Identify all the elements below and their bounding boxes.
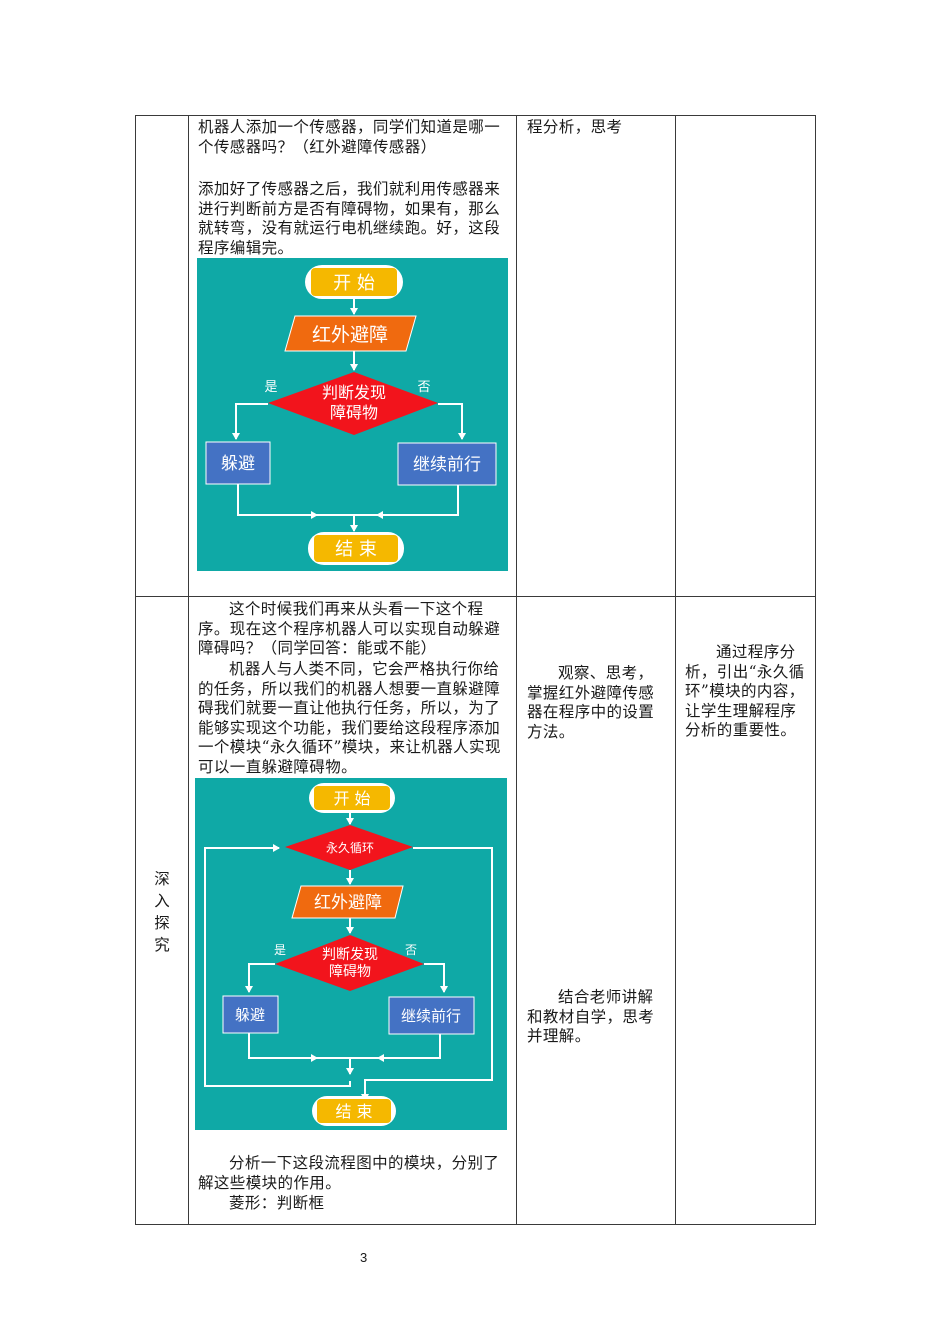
design-intent: 通过程序分析，引出“永久循环”模块的内容，让学生理解程序分析的重要性。 (685, 643, 805, 739)
student-activity: 观察、思考，掌握红外避障传感器在程序中的设置方法。 (527, 664, 655, 741)
svg-text:躲避: 躲避 (235, 1006, 265, 1024)
page-number: 3 (360, 1250, 368, 1265)
table-bottom-border (135, 1224, 816, 1225)
table-top-border (135, 115, 816, 116)
svg-text:红外避障: 红外避障 (312, 324, 388, 346)
no-label: 否 (417, 380, 430, 395)
table-col-divider-2 (516, 115, 517, 1225)
table-row-divider (135, 596, 816, 597)
teacher-paragraph: 机器人添加一个传感器，同学们知道是哪一个传感器吗？（红外避障传感器） (198, 118, 501, 156)
yes-label: 是 (264, 380, 277, 395)
teacher-paragraph: 菱形：判断框 (229, 1194, 325, 1212)
avoid-action: 躲避 (222, 995, 279, 1034)
continue-action: 继续前行 (397, 442, 497, 486)
section-label-char: 入 (154, 892, 170, 910)
svg-text:继续前行: 继续前行 (401, 1007, 461, 1025)
svg-text:判断发现: 判断发现 (322, 383, 386, 402)
svg-text:结 束: 结 束 (335, 1102, 372, 1121)
sensor-block: 红外避障 (284, 315, 417, 352)
end-terminal: 结 束 (312, 1096, 396, 1126)
student-activity: 结合老师讲解和教材自学，思考并理解。 (527, 988, 655, 1045)
table-right-border (815, 115, 816, 1225)
svg-text:开 始: 开 始 (333, 273, 375, 294)
decision-diamond: 判断发现 障碍物 (275, 935, 424, 991)
loop-diamond: 永久循环 (285, 825, 413, 870)
table-left-border (135, 115, 136, 1225)
start-terminal: 开 始 (305, 265, 403, 299)
avoid-action: 躲避 (205, 441, 271, 485)
start-terminal: 开 始 (309, 783, 395, 813)
section-label-char: 究 (154, 936, 170, 954)
table-col-divider-3 (675, 115, 676, 1225)
svg-text:永久循环: 永久循环 (326, 841, 374, 855)
section-label-char: 探 (154, 914, 170, 932)
sensor-block: 红外避障 (291, 885, 404, 919)
yes-label: 是 (274, 943, 286, 957)
continue-action: 继续前行 (388, 996, 475, 1035)
section-label: 深 入 探 究 (152, 868, 172, 956)
svg-text:躲避: 躲避 (221, 454, 255, 474)
svg-text:障碍物: 障碍物 (329, 964, 371, 980)
svg-text:红外避障: 红外避障 (314, 893, 382, 913)
flowchart-forever-loop: 开 始 永久循环 红外避障 判断发现 障碍物 是 否 躲避 (195, 778, 507, 1130)
svg-text:继续前行: 继续前行 (413, 455, 481, 475)
svg-text:障碍物: 障碍物 (330, 403, 378, 422)
table-col-divider-1 (188, 115, 189, 1225)
teacher-paragraph: 添加好了传感器之后，我们就利用传感器来进行判断前方是否有障碍物，如果有，那么就转… (198, 180, 501, 257)
svg-text:结 束: 结 束 (335, 539, 377, 560)
teacher-paragraph: 机器人与人类不同，它会严格执行你给的任务，所以我们的机器人想要一直躲避障碍我们就… (198, 660, 501, 776)
decision-diamond: 判断发现 障碍物 (268, 372, 438, 435)
no-label: 否 (405, 943, 417, 957)
end-terminal: 结 束 (308, 532, 404, 565)
svg-text:开 始: 开 始 (333, 789, 370, 808)
svg-text:判断发现: 判断发现 (322, 947, 378, 963)
teacher-paragraph: 这个时候我们再来从头看一下这个程序。现在这个程序机器人可以实现自动躲避障碍吗？（… (198, 600, 501, 657)
teacher-paragraph: 分析一下这段流程图中的模块，分别了解这些模块的作用。 (198, 1154, 500, 1192)
section-label-char: 深 (154, 870, 170, 888)
flowchart-obstacle-avoidance: 开 始 红外避障 判断发现 障碍物 是 否 躲避 继续前行 (197, 258, 508, 571)
student-activity: 程分析，思考 (527, 118, 623, 136)
